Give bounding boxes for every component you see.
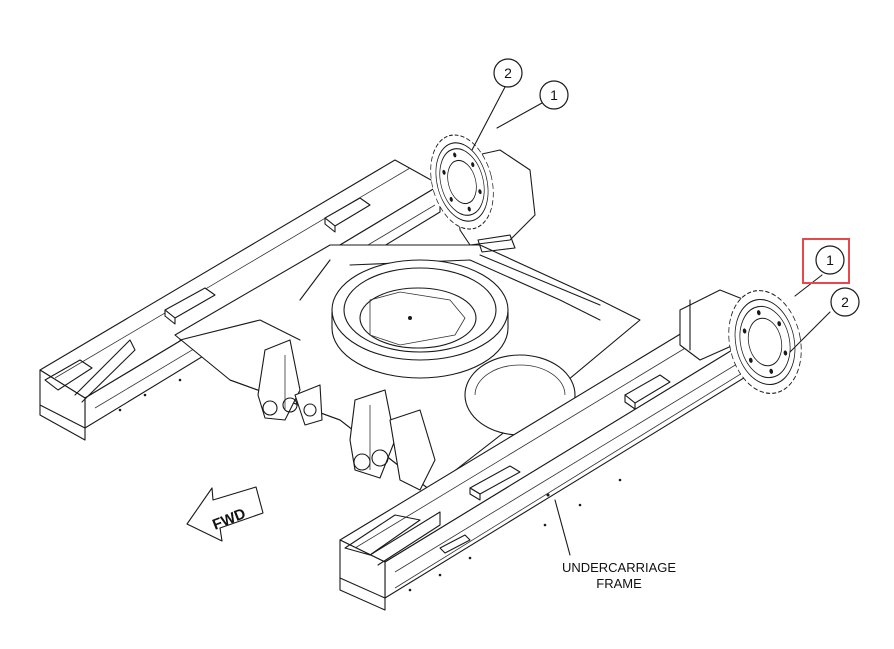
undercarriage-frame-label: UNDERCARRIAGE FRAME: [562, 560, 676, 591]
fwd-arrow: FWD: [186, 486, 264, 542]
rear-sprocket: [430, 134, 536, 253]
callout-2-right: 2: [830, 287, 860, 317]
svg-text:1: 1: [550, 87, 558, 103]
front-sprocket: [728, 290, 802, 394]
callout-2-top: 2: [493, 58, 523, 88]
highlight-box: [802, 238, 850, 284]
callout-1-top: 1: [539, 80, 569, 110]
callout-1-right: 1: [802, 238, 850, 284]
leader-lines: [471, 86, 831, 556]
svg-text:FRAME: FRAME: [596, 576, 642, 591]
svg-text:2: 2: [504, 65, 512, 81]
svg-text:2: 2: [841, 294, 849, 310]
right-track-frame: [339, 289, 766, 611]
svg-text:UNDERCARRIAGE: UNDERCARRIAGE: [562, 560, 676, 575]
svg-text:1: 1: [826, 252, 834, 268]
center-frame: [174, 244, 641, 491]
